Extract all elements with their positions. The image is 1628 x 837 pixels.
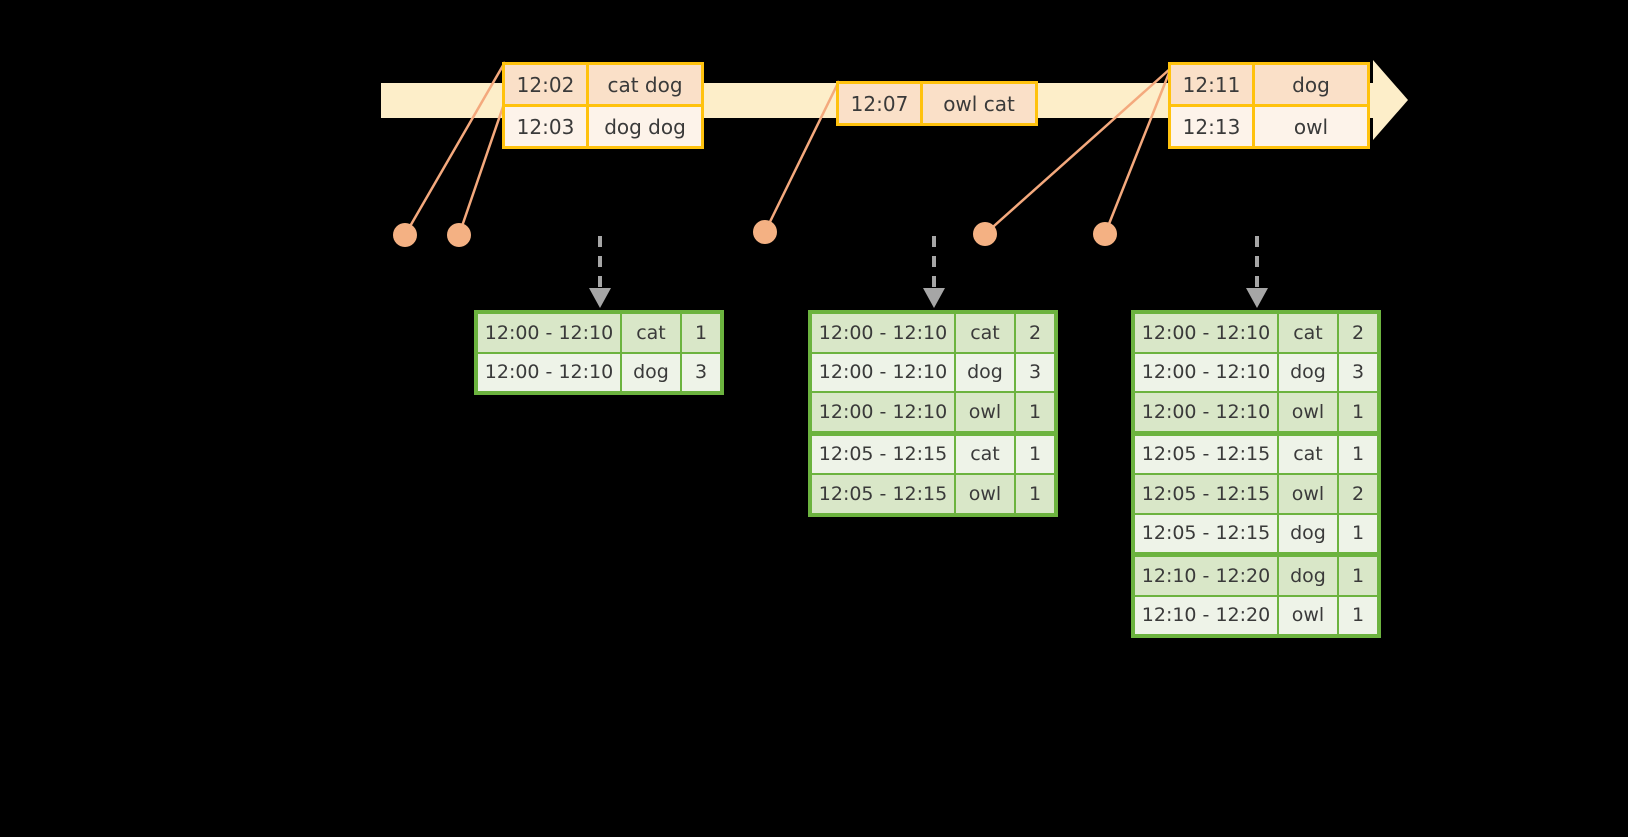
cell-window: 12:00 - 12:10 — [812, 393, 954, 431]
cell-word: cat — [956, 435, 1014, 473]
connector-12-13 — [1103, 67, 1173, 235]
cell-word: owl — [1279, 393, 1337, 431]
event-timestamp: 12:02 — [505, 65, 589, 104]
cell-window: 12:05 - 12:15 — [1135, 514, 1277, 552]
connector-12-03 — [457, 100, 507, 236]
cell-count: 1 — [1016, 435, 1054, 473]
marker-12-13 — [1093, 222, 1117, 246]
event-timestamp: 12:03 — [505, 107, 589, 146]
cell-window: 12:00 - 12:10 — [1135, 393, 1277, 431]
marker-12-11 — [973, 222, 997, 246]
cell-window: 12:00 - 12:10 — [1135, 314, 1277, 352]
cell-word: owl — [956, 393, 1014, 431]
cell-word: cat — [1279, 314, 1337, 352]
cell-count: 1 — [1339, 435, 1377, 473]
result-drop-arrows — [589, 236, 1268, 308]
cell-window: 12:05 - 12:15 — [1135, 475, 1277, 513]
event-words: dog — [1255, 65, 1367, 104]
cell-window: 12:05 - 12:15 — [1135, 435, 1277, 473]
cell-window: 12:05 - 12:15 — [812, 435, 954, 473]
cell-word: cat — [1279, 435, 1337, 473]
cell-word: owl — [956, 475, 1014, 513]
cell-word: owl — [1279, 596, 1337, 634]
cell-window: 12:00 - 12:10 — [812, 353, 954, 391]
drop-arrow-head-icon — [1246, 288, 1268, 308]
event-words: owl cat — [923, 84, 1035, 123]
cell-count: 2 — [1339, 314, 1377, 352]
cell-count: 3 — [1016, 353, 1054, 391]
cell-word: cat — [956, 314, 1014, 352]
cell-word: cat — [622, 314, 680, 352]
cell-word: dog — [1279, 353, 1337, 391]
cell-window: 12:00 - 12:10 — [478, 353, 620, 391]
cell-count: 2 — [1016, 314, 1054, 352]
cell-word: owl — [1279, 475, 1337, 513]
marker-12-02 — [393, 223, 417, 247]
cell-word: dog — [622, 353, 680, 391]
stream-arrowhead — [1373, 60, 1408, 140]
cell-window: 12:00 - 12:10 — [1135, 353, 1277, 391]
event-words: cat dog — [589, 65, 701, 104]
event-timestamp: 12:07 — [839, 84, 923, 123]
cell-count: 1 — [682, 314, 720, 352]
event-timestamp: 12:11 — [1171, 65, 1255, 104]
cell-count: 1 — [1339, 393, 1377, 431]
connector-12-07 — [763, 80, 841, 233]
cell-count: 1 — [1339, 514, 1377, 552]
cell-window: 12:00 - 12:10 — [478, 314, 620, 352]
cell-word: dog — [1279, 557, 1337, 595]
cell-window: 12:05 - 12:15 — [812, 475, 954, 513]
cell-count: 1 — [1016, 475, 1054, 513]
drop-arrow-head-icon — [923, 288, 945, 308]
marker-12-07 — [753, 220, 777, 244]
event-words: dog dog — [589, 107, 701, 146]
drop-arrow-head-icon — [589, 288, 611, 308]
cell-count: 3 — [1339, 353, 1377, 391]
event-timestamp: 12:13 — [1171, 107, 1255, 146]
cell-count: 1 — [1339, 596, 1377, 634]
cell-count: 3 — [682, 353, 720, 391]
event-markers — [393, 220, 1117, 247]
event-words: owl — [1255, 107, 1367, 146]
cell-count: 2 — [1339, 475, 1377, 513]
connector-12-02 — [403, 61, 507, 236]
cell-word: dog — [1279, 514, 1337, 552]
cell-count: 1 — [1339, 557, 1377, 595]
cell-count: 1 — [1016, 393, 1054, 431]
cell-window: 12:10 - 12:20 — [1135, 557, 1277, 595]
marker-12-03 — [447, 223, 471, 247]
cell-window: 12:00 - 12:10 — [812, 314, 954, 352]
cell-window: 12:10 - 12:20 — [1135, 596, 1277, 634]
cell-word: dog — [956, 353, 1014, 391]
